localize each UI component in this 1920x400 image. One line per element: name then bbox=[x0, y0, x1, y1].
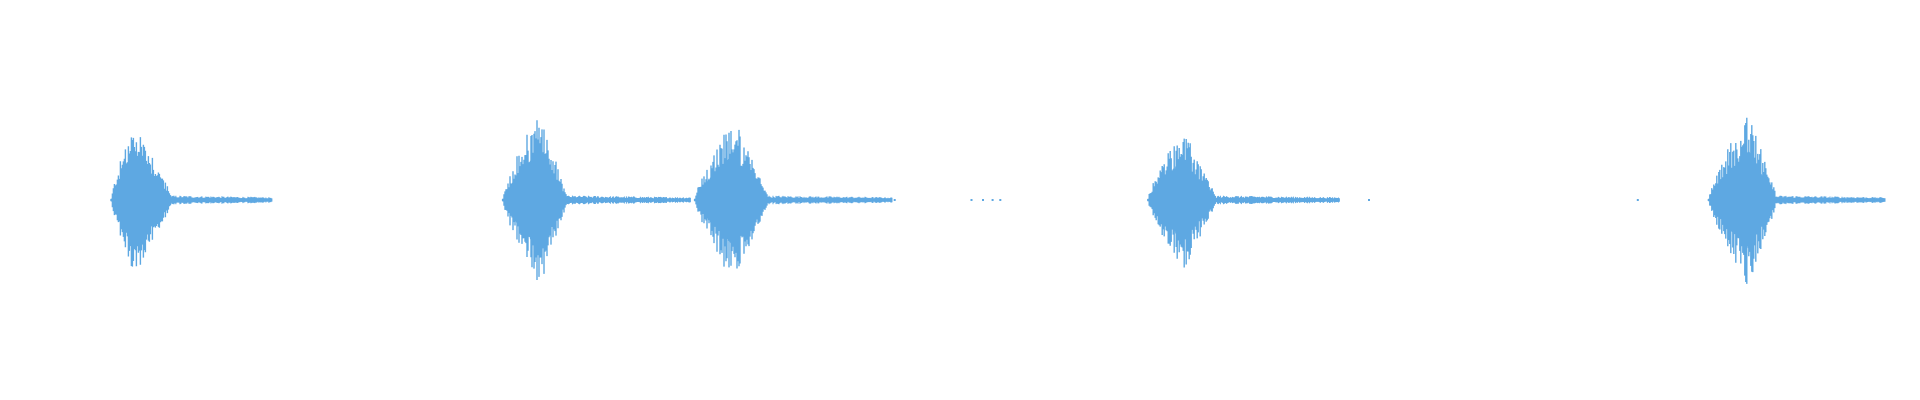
signal-speck-7 bbox=[1636, 199, 1639, 201]
signal-speck-4 bbox=[991, 199, 994, 201]
burst-core-3 bbox=[693, 155, 769, 245]
signal-speck-6 bbox=[1368, 199, 1370, 201]
burst-tail-5 bbox=[1775, 195, 1886, 205]
speech-burst-1 bbox=[110, 137, 273, 267]
burst-core-2 bbox=[501, 152, 567, 248]
signal-speck-1 bbox=[893, 199, 896, 201]
burst-core-5 bbox=[1707, 151, 1776, 249]
burst-core-1 bbox=[110, 155, 171, 245]
signal-speck-2 bbox=[970, 199, 973, 201]
speech-burst-3 bbox=[693, 129, 893, 269]
burst-tail-3 bbox=[767, 195, 893, 205]
signal-speck-5 bbox=[999, 199, 1002, 201]
burst-tail-1 bbox=[170, 195, 273, 205]
waveform-series bbox=[110, 117, 1886, 284]
burst-tail-2 bbox=[565, 195, 691, 205]
speech-burst-4 bbox=[1147, 138, 1340, 268]
speech-burst-5 bbox=[1707, 117, 1886, 284]
signal-speck-3 bbox=[982, 199, 984, 201]
burst-core-4 bbox=[1147, 160, 1216, 240]
burst-tail-4 bbox=[1214, 195, 1340, 205]
speech-burst-2 bbox=[501, 120, 691, 280]
